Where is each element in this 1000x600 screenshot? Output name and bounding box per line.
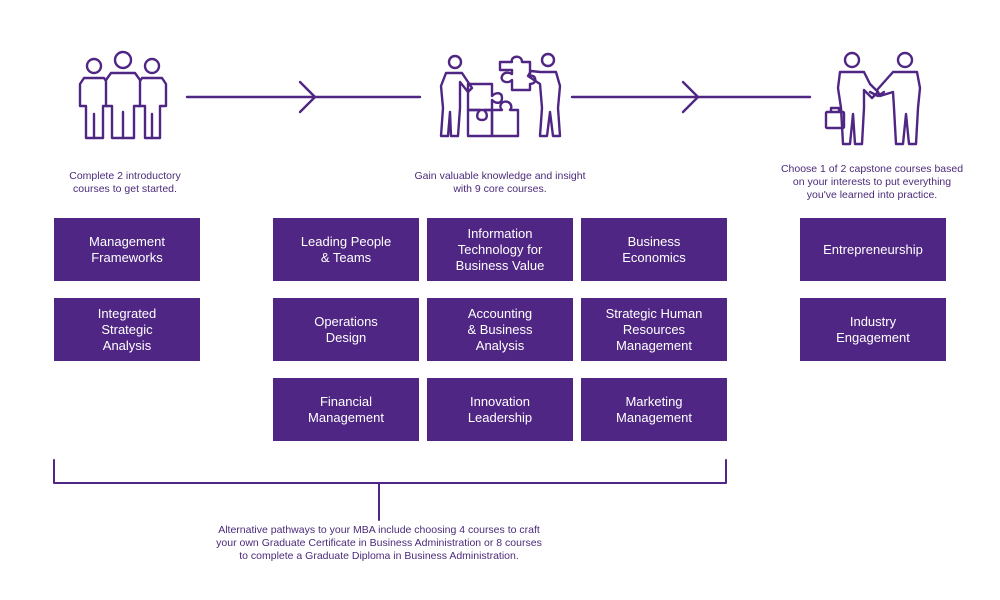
- core-caption: Gain valuable knowledge and insight with…: [414, 170, 586, 195]
- course-box-business-economics: Business Economics: [581, 218, 727, 281]
- arrow-right-icon: [185, 80, 422, 114]
- course-box-innovation-leadership: Innovation Leadership: [427, 378, 573, 441]
- course-box-leading-people-teams: Leading People & Teams: [273, 218, 419, 281]
- course-box-marketing-management: Marketing Management: [581, 378, 727, 441]
- course-box-operations-design: Operations Design: [273, 298, 419, 361]
- course-box-integrated-strategic-analysis: Integrated Strategic Analysis: [54, 298, 200, 361]
- people-assembling-puzzle-icon: [439, 52, 562, 138]
- capstone-caption: Choose 1 of 2 capstone courses based on …: [780, 163, 964, 201]
- arrow-right-icon: [570, 80, 812, 114]
- business-handshake-icon: [824, 51, 922, 146]
- course-box-financial-management: Financial Management: [273, 378, 419, 441]
- course-box-entrepreneurship: Entrepreneurship: [800, 218, 946, 281]
- course-box-information-technology: Information Technology for Business Valu…: [427, 218, 573, 281]
- course-box-industry-engagement: Industry Engagement: [800, 298, 946, 361]
- group-of-people-icon: [78, 50, 168, 140]
- course-box-management-frameworks: Management Frameworks: [54, 218, 200, 281]
- alternative-pathways-note: Alternative pathways to your MBA include…: [216, 524, 542, 562]
- course-box-accounting-business-analysis: Accounting & Business Analysis: [427, 298, 573, 361]
- course-box-strategic-human-resources: Strategic Human Resources Management: [581, 298, 727, 361]
- bracket-connector: [53, 459, 727, 521]
- intro-caption: Complete 2 introductory courses to get s…: [69, 170, 181, 195]
